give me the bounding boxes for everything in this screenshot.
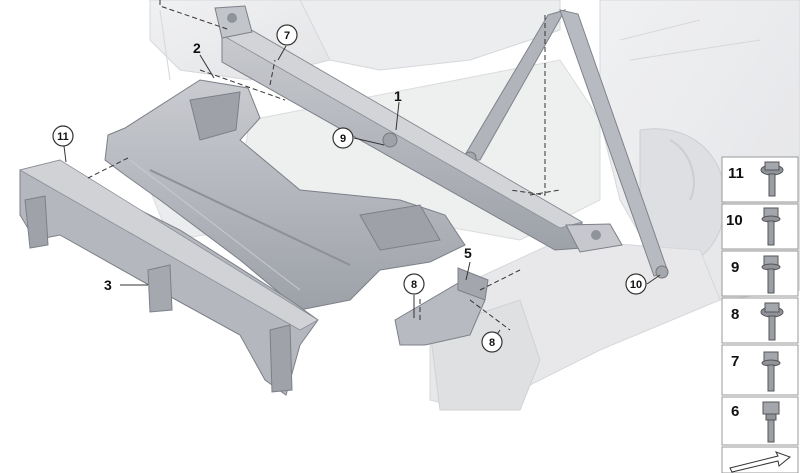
svg-text:7: 7 [284, 30, 290, 42]
svg-text:9: 9 [731, 259, 739, 276]
legend-item-10: 10 [721, 203, 799, 250]
svg-text:10: 10 [630, 279, 642, 291]
legend-item-6: 6 [721, 396, 799, 446]
callout-10: 10 [625, 273, 647, 295]
upper-cross-member [214, 5, 623, 253]
fastener-legend: 11 10 9 [721, 156, 799, 473]
callout-3: 3 [104, 277, 112, 293]
collar-bolt-icon [762, 401, 780, 443]
legend-item-7: 7 [721, 344, 799, 396]
svg-text:8: 8 [489, 337, 495, 349]
arrow-icon [729, 451, 792, 473]
callout-8-right: 8 [481, 331, 503, 353]
callout-2: 2 [193, 40, 201, 56]
svg-text:6: 6 [731, 403, 739, 420]
svg-text:11: 11 [728, 165, 744, 182]
hex-bolt-icon [761, 255, 781, 294]
callout-11: 11 [52, 125, 74, 147]
callout-9: 9 [332, 127, 354, 149]
callout-8-left: 8 [403, 273, 425, 295]
callout-5: 5 [464, 245, 472, 261]
callout-leaders [63, 45, 661, 343]
side-bracket [394, 267, 489, 346]
hex-bolt-icon [761, 207, 781, 246]
flange-bolt-icon [760, 302, 784, 341]
flange-bolt-icon [760, 161, 784, 197]
subframe-carrier [104, 79, 466, 311]
callout-1: 1 [394, 88, 402, 104]
svg-text:8: 8 [731, 306, 739, 323]
legend-item-8: 8 [721, 297, 799, 344]
legend-item-9: 9 [721, 250, 799, 297]
svg-text:9: 9 [340, 133, 346, 145]
svg-text:10: 10 [726, 212, 743, 229]
svg-text:7: 7 [731, 353, 739, 370]
svg-text:11: 11 [57, 131, 69, 143]
hex-bolt-icon [761, 351, 781, 392]
callout-7: 7 [276, 24, 298, 46]
scale-arrow-panel [721, 446, 799, 473]
front-carrier [18, 159, 319, 396]
leader-lines [87, 0, 561, 331]
legend-item-11: 11 [721, 156, 799, 203]
svg-text:8: 8 [411, 279, 417, 291]
